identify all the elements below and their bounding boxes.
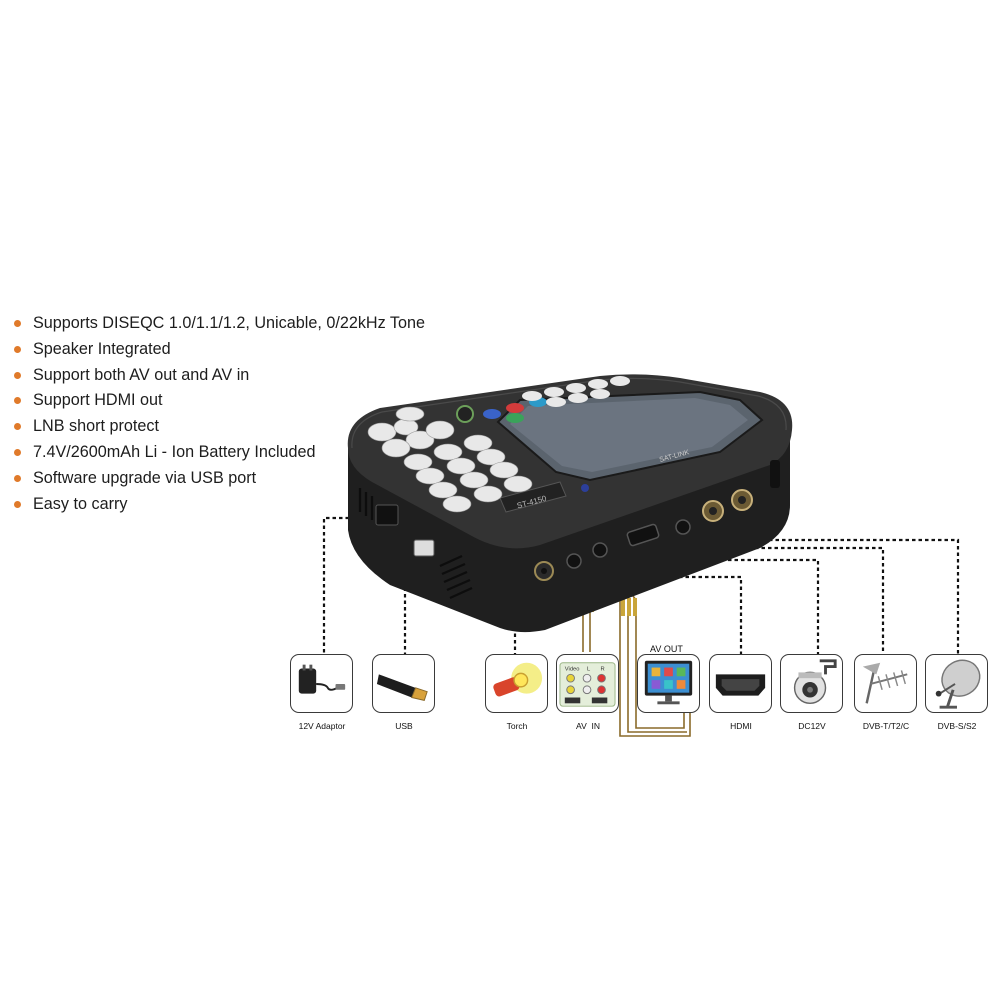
- bullet-icon: [14, 448, 21, 456]
- bullet-icon: [14, 423, 21, 431]
- svg-text:Video: Video: [565, 666, 580, 672]
- tv-monitor-icon: [644, 660, 693, 705]
- label-av-in: AV IN: [576, 721, 600, 731]
- av-in-icon: Video L R: [559, 662, 616, 707]
- bullet-icon: [14, 371, 21, 379]
- svg-text:L: L: [587, 666, 591, 672]
- av-out-label: AV OUT: [650, 644, 683, 654]
- tile-dvb-t: [854, 654, 917, 713]
- bullet-icon: [14, 320, 21, 327]
- tile-dc12v: [780, 654, 843, 713]
- usb-stick-icon: [376, 674, 428, 701]
- cctv-camera-icon: [793, 659, 837, 705]
- bullet-icon: [14, 500, 21, 508]
- tile-12v-adaptor: [290, 654, 353, 713]
- svg-text:R: R: [601, 666, 605, 672]
- torch-icon: [493, 662, 543, 697]
- bullet-icon: [14, 474, 21, 482]
- hdmi-port-icon: [715, 674, 766, 696]
- label-usb: USB: [395, 721, 413, 731]
- feature-item: Easy to carry: [14, 493, 425, 519]
- feature-item: LNB short protect: [14, 415, 425, 441]
- label-12v-adaptor: 12V Adaptor: [298, 721, 346, 731]
- label-dvb-t: DVB-T/T2/C: [862, 721, 910, 731]
- feature-item: Software upgrade via USB port: [14, 467, 425, 493]
- tile-dvb-s: [925, 654, 988, 713]
- feature-item: 7.4V/2600mAh Li - Ion Battery Included: [14, 441, 425, 467]
- tile-torch: [485, 654, 548, 713]
- label-hdmi: HDMI: [730, 721, 752, 731]
- tile-hdmi: [709, 654, 772, 713]
- tile-av-in: Video L R: [556, 654, 619, 713]
- feature-item: Support HDMI out: [14, 389, 425, 415]
- label-dc12v: DC12V: [798, 721, 826, 731]
- label-dvb-s: DVB-S/S2: [937, 721, 977, 731]
- feature-list: Supports DISEQC 1.0/1.1/1.2, Unicable, 0…: [14, 312, 425, 518]
- tile-usb: [372, 654, 435, 713]
- satellite-dish-icon: [935, 659, 981, 709]
- bullet-icon: [14, 345, 21, 353]
- feature-item: Speaker Integrated: [14, 338, 425, 364]
- terrestrial-antenna-icon: [862, 662, 908, 704]
- power-adaptor-icon: [298, 664, 346, 694]
- tile-av-out: [637, 654, 700, 713]
- feature-item: Support both AV out and AV in: [14, 364, 425, 390]
- label-torch: Torch: [506, 721, 528, 731]
- satellite-finder-device: ST-4150 SAT-LINK: [347, 374, 793, 633]
- keypad: [403, 434, 533, 513]
- feature-item: Supports DISEQC 1.0/1.1/1.2, Unicable, 0…: [14, 312, 425, 338]
- bullet-icon: [14, 397, 21, 405]
